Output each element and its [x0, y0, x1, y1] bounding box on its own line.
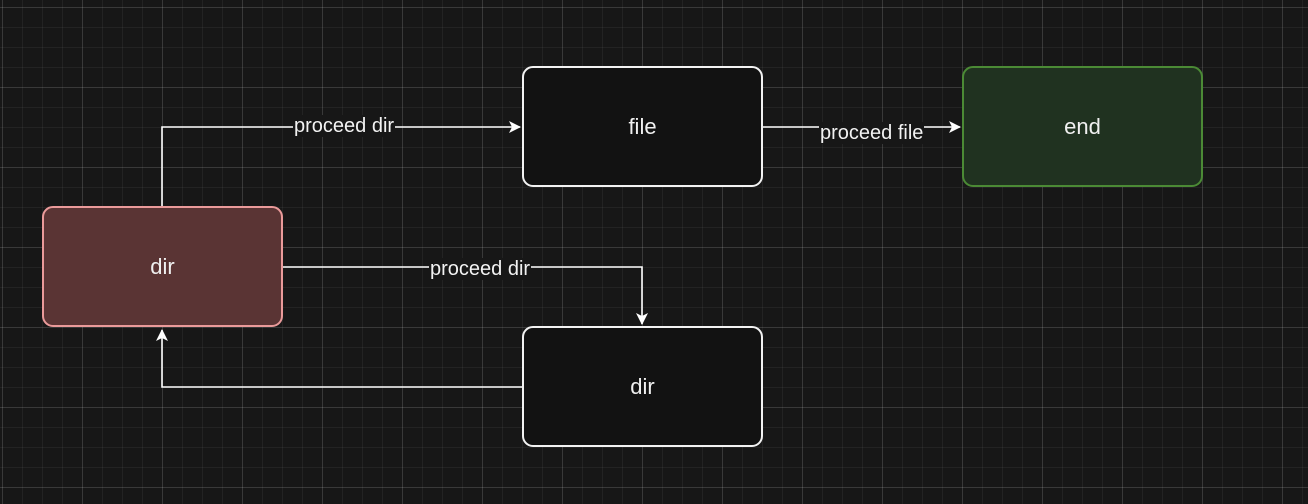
node-end-label: end	[1064, 113, 1101, 139]
node-file[interactable]: file	[522, 66, 763, 187]
node-dir-bottom[interactable]: dir	[522, 326, 763, 447]
node-end[interactable]: end	[962, 66, 1203, 187]
edge-dir-to-dir-bottom[interactable]	[283, 266, 648, 325]
node-dir-start[interactable]: dir	[42, 206, 283, 327]
edge-label-dir-to-file[interactable]: proceed dir	[293, 115, 396, 137]
edge-dir-to-file[interactable]	[161, 121, 521, 206]
node-file-label: file	[628, 113, 657, 139]
edge-dir-bottom-back-to-dir[interactable]	[156, 329, 522, 388]
edge-label-file-to-end[interactable]: proceed file	[819, 122, 925, 144]
node-dir-bottom-label: dir	[630, 373, 655, 399]
node-dir-start-label: dir	[150, 253, 175, 279]
edge-label-dir-to-dir[interactable]: proceed dir	[429, 258, 532, 280]
